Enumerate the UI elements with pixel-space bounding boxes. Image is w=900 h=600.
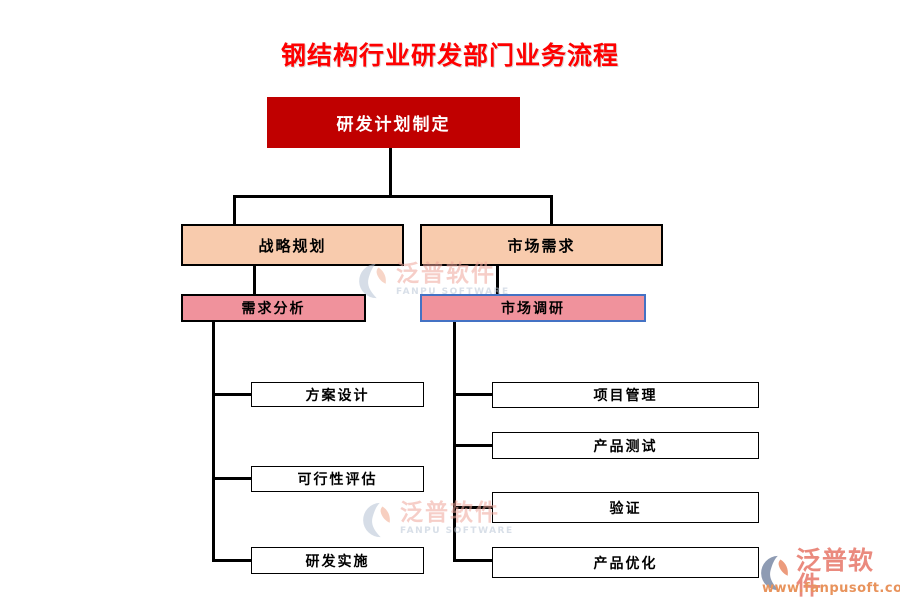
node-market-research: 市场调研 [420,294,646,322]
node-rd-plan-label: 研发计划制定 [336,115,451,135]
footer-brand-logo: 泛普软件 www.fanpusoft.com [758,546,900,600]
node-verification-label: 验证 [609,500,642,517]
node-market-research-label: 市场调研 [501,301,565,317]
node-requirement-analysis: 需求分析 [181,294,366,322]
connector-left-branch-2 [212,477,251,480]
node-feasibility-evaluation-label: 可行性评估 [297,472,378,488]
node-verification: 验证 [492,492,759,523]
fanpu-logo-icon [360,502,396,538]
node-product-testing: 产品测试 [492,432,759,459]
connector-root-down [389,148,392,198]
node-product-optimization: 产品优化 [492,547,759,578]
connector-right-spine [453,322,456,562]
node-market-demand-label: 市场需求 [507,236,576,255]
node-market-demand: 市场需求 [420,224,663,266]
node-scheme-design-label: 方案设计 [305,387,370,404]
node-strategic-planning-label: 战略规划 [258,236,327,255]
connector-right-branch-3 [453,506,492,509]
connector-strategic-to-analysis [253,266,256,295]
node-strategic-planning: 战略规划 [181,224,404,266]
connector-right-branch-4 [453,559,492,562]
node-rd-implementation: 研发实施 [251,547,424,574]
connector-left-spine [212,322,215,562]
connector-right-branch-2 [453,444,492,447]
connector-drop-strategic [233,195,236,225]
watermark-brand-en-text: FANPU SOFTWARE [400,526,514,536]
watermark-brand-text: 泛普软件 [396,261,496,287]
connector-left-branch-3 [212,559,251,562]
footer-brand-text: 泛普软件 [796,546,875,600]
node-product-testing-label: 产品测试 [593,438,658,455]
node-product-optimization-label: 产品优化 [593,555,658,572]
node-project-management-label: 项目管理 [593,388,658,404]
node-rd-plan: 研发计划制定 [267,97,520,148]
footer-brand-url: www.fanpusoft.com [762,581,900,596]
fanpu-logo-icon [758,555,794,591]
connector-right-branch-1 [453,393,492,396]
connector-drop-market-demand [550,195,553,225]
node-project-management: 项目管理 [492,382,759,408]
connector-left-branch-1 [212,393,251,396]
connector-level2-horizontal [233,195,553,198]
connector-demand-to-research [496,266,499,295]
node-scheme-design: 方案设计 [251,382,424,407]
diagram-title: 钢结构行业研发部门业务流程 [280,41,619,70]
node-feasibility-evaluation: 可行性评估 [251,466,424,492]
node-rd-implementation-label: 研发实施 [305,553,370,570]
node-requirement-analysis-label: 需求分析 [241,301,306,317]
